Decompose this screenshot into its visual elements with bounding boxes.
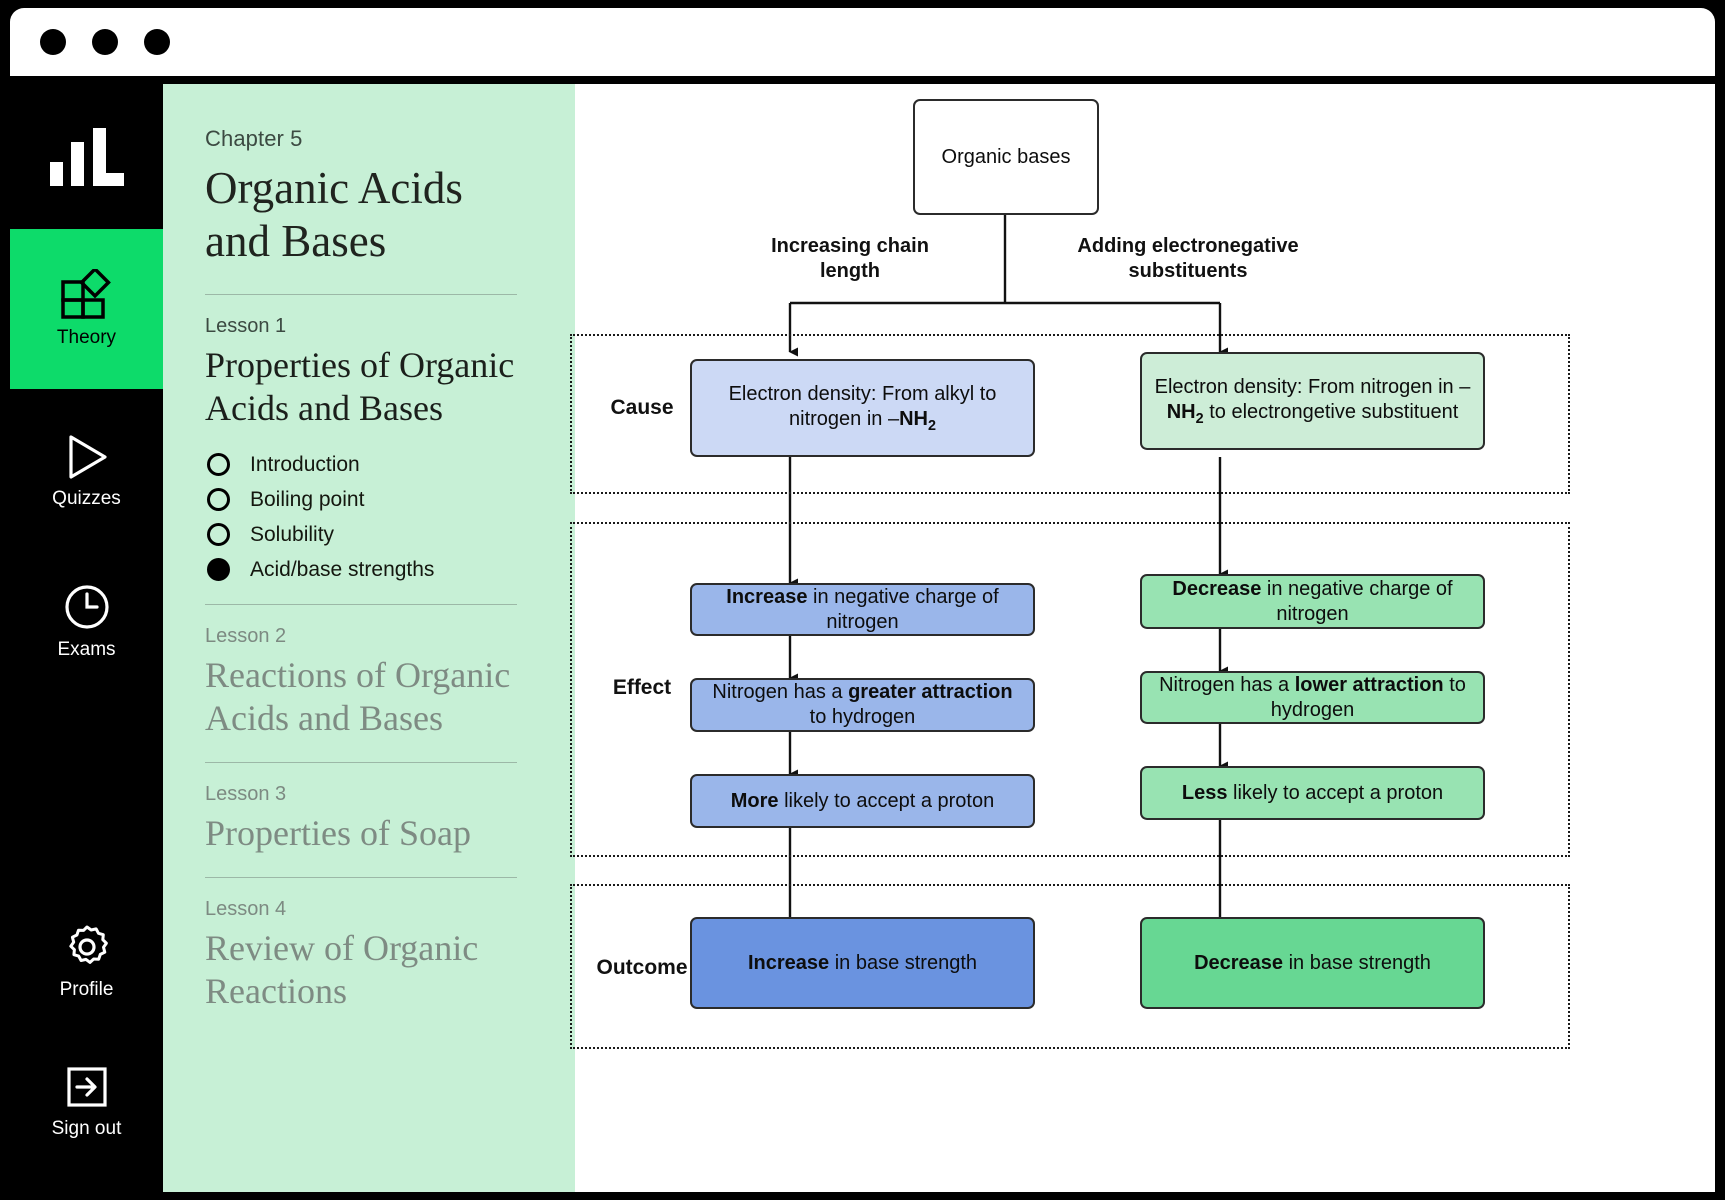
node-outcome-right[interactable]: Decrease in base strength	[1140, 917, 1485, 1009]
maximize-dot-icon[interactable]	[144, 29, 170, 55]
node-effect-left-1[interactable]: Increase in negative charge of nitrogen	[690, 583, 1035, 636]
node-cause-left-text: Electron density: From alkyl to nitrogen…	[728, 382, 997, 434]
group-outcome	[570, 884, 1570, 1049]
node-effect-left-3[interactable]: More likely to accept a proton	[690, 774, 1035, 828]
divider	[205, 294, 517, 296]
divider	[205, 877, 517, 879]
node-effect-right-2-text: Nitrogen has a lower attraction to hydro…	[1159, 673, 1466, 721]
lesson-3[interactable]: Lesson 3 Properties of Soap	[205, 783, 537, 855]
play-triangle-icon	[65, 434, 109, 480]
bar-chart-logo-icon	[49, 127, 124, 186]
node-cause-right[interactable]: Electron density: From nitrogen in –NH2 …	[1140, 352, 1485, 450]
lesson-panel: Chapter 5 Organic Acids and Bases Lesson…	[163, 84, 575, 1192]
sidebar-item-exams[interactable]: Exams	[10, 564, 163, 679]
lesson-title-1: Properties of Organic Acids and Bases	[205, 345, 515, 429]
close-dot-icon[interactable]	[40, 29, 66, 55]
minimize-dot-icon[interactable]	[92, 29, 118, 55]
diagram-canvas: Organic bases Increasing chain length Ad…	[570, 84, 1715, 1192]
node-outcome-left-text: Increase in base strength	[747, 951, 978, 974]
topic-label: Boiling point	[250, 487, 365, 511]
node-root[interactable]: Organic bases	[913, 99, 1099, 215]
clock-icon	[63, 583, 111, 631]
node-outcome-left[interactable]: Increase in base strength	[690, 917, 1035, 1009]
divider	[205, 761, 517, 763]
sidebar-item-label-profile: Profile	[59, 978, 114, 1000]
topic-bullet-selected-icon	[207, 558, 230, 582]
lesson-eyebrow-4: Lesson 4	[205, 898, 287, 921]
page-title: Organic Acids and Bases	[205, 163, 463, 267]
topic-item-acid-base-strengths[interactable]: Acid/base strengths	[207, 558, 537, 582]
node-effect-left-2-text: Nitrogen has a greater attraction to hyd…	[712, 681, 1013, 728]
topic-bullet-icon	[207, 453, 230, 477]
sidebar-item-label-theory: Theory	[56, 327, 117, 348]
sidebar-item-quizzes[interactable]: Quizzes	[10, 414, 163, 529]
flowchart: Organic bases Increasing chain length Ad…	[570, 84, 1715, 1192]
node-effect-right-3-text: Less likely to accept a proton	[1181, 781, 1444, 804]
app-body: Theory Quizzes Exams	[10, 84, 1715, 1192]
group-label-effect: Effect	[612, 676, 672, 699]
lesson-title-3: Properties of Soap	[205, 812, 471, 853]
topic-bullet-icon	[207, 488, 230, 512]
lesson-title-4: Review of Organic Reactions	[205, 928, 479, 1012]
node-effect-left-1-text: Increase in negative charge of nitrogen	[726, 585, 999, 633]
branch-label-right: Adding electronegative substituents	[1077, 235, 1299, 282]
gear-icon	[63, 923, 111, 971]
topic-item-introduction[interactable]: Introduction	[207, 453, 537, 477]
chapter-eyebrow: Chapter 5	[205, 126, 303, 151]
lesson-1[interactable]: Lesson 1 Properties of Organic Acids and…	[205, 315, 537, 582]
sidebar-item-theory[interactable]: Theory	[10, 229, 163, 389]
sidebar-item-sign-out[interactable]: Sign out	[10, 1044, 163, 1159]
topic-label: Solubility	[250, 522, 335, 546]
node-effect-left-2[interactable]: Nitrogen has a greater attraction to hyd…	[690, 678, 1035, 732]
sidebar-item-profile[interactable]: Profile	[10, 904, 163, 1019]
topic-item-boiling-point[interactable]: Boiling point	[207, 488, 537, 512]
node-effect-right-2[interactable]: Nitrogen has a lower attraction to hydro…	[1140, 671, 1485, 724]
topic-list: Introduction Boiling point Solubility Ac…	[207, 453, 537, 582]
browser-title-bar	[10, 8, 1715, 76]
lesson-4[interactable]: Lesson 4 Review of Organic Reactions	[205, 898, 537, 1013]
topic-label: Introduction	[250, 452, 360, 476]
node-effect-right-1[interactable]: Decrease in negative charge of nitrogen	[1140, 574, 1485, 629]
group-effect	[570, 522, 1570, 857]
group-cause	[570, 334, 1570, 494]
branch-label-left: Increasing chain length	[771, 235, 929, 282]
theory-blocks-icon	[60, 266, 113, 319]
lesson-eyebrow-1: Lesson 1	[205, 315, 287, 338]
topic-item-solubility[interactable]: Solubility	[207, 523, 537, 547]
node-cause-right-text: Electron density: From nitrogen in –NH2 …	[1154, 375, 1471, 427]
app-logo[interactable]	[10, 84, 163, 229]
group-label-outcome: Outcome	[596, 956, 688, 979]
lesson-title-2: Reactions of Organic Acids and Bases	[205, 654, 511, 738]
sign-out-icon	[64, 1064, 110, 1110]
sidebar-item-label-exams: Exams	[57, 638, 116, 660]
divider	[205, 603, 517, 605]
lesson-eyebrow-3: Lesson 3	[205, 782, 287, 805]
node-effect-right-1-text: Decrease in negative charge of nitrogen	[1172, 577, 1453, 625]
topic-label: Acid/base strengths	[250, 557, 435, 581]
lesson-eyebrow-2: Lesson 2	[205, 624, 287, 647]
node-outcome-right-text: Decrease in base strength	[1194, 951, 1431, 974]
lesson-2[interactable]: Lesson 2 Reactions of Organic Acids and …	[205, 625, 537, 740]
group-label-cause: Cause	[610, 396, 674, 419]
sidebar-item-label-sign-out: Sign out	[51, 1117, 122, 1139]
topic-bullet-icon	[207, 523, 230, 547]
sidebar-item-label-quizzes: Quizzes	[52, 487, 121, 509]
node-effect-right-3[interactable]: Less likely to accept a proton	[1140, 766, 1485, 820]
node-cause-left[interactable]: Electron density: From alkyl to nitrogen…	[690, 359, 1035, 457]
node-effect-left-3-text: More likely to accept a proton	[730, 789, 995, 812]
sidebar-rail: Theory Quizzes Exams	[10, 84, 163, 1192]
